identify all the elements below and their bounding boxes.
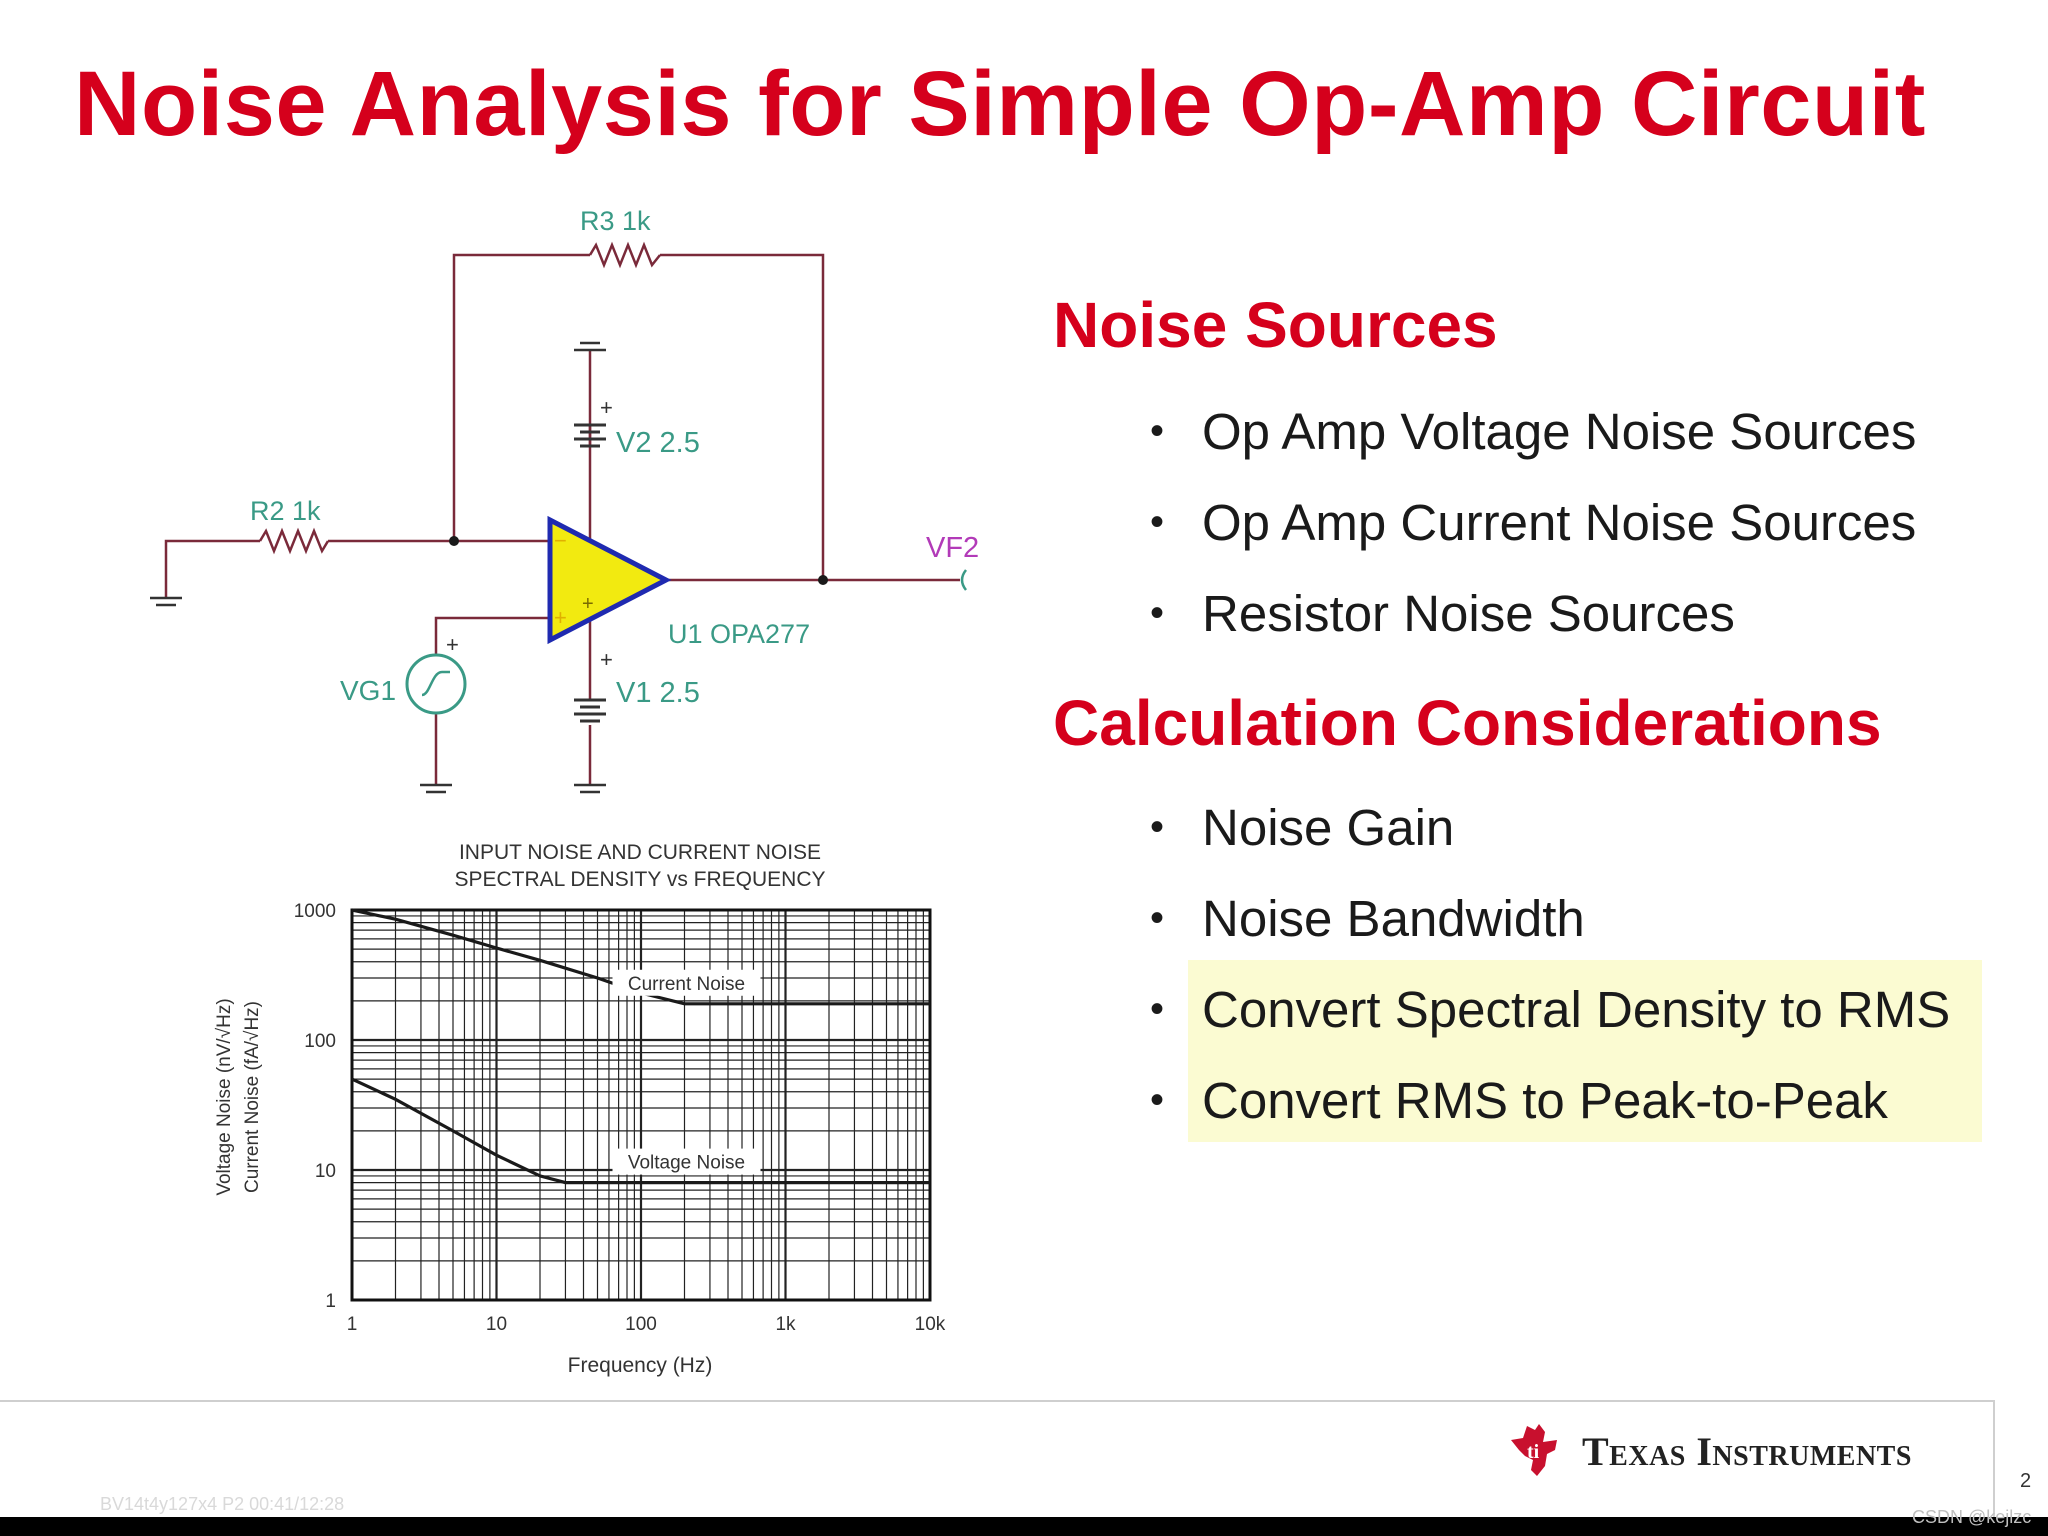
series-label-background xyxy=(612,1148,761,1175)
video-overlay-text: BV14t4y127x4 P2 00:41/12:28 xyxy=(100,1494,345,1514)
list-item: • Op Amp Current Noise Sources xyxy=(1150,477,1916,568)
battery-v1-symbol xyxy=(574,698,606,723)
y-tick-label: 100 xyxy=(304,1031,336,1052)
circuit-schematic: R3 1k R2 1k V2 2.5 V1 2.5 VG1 U1 OPA277 … xyxy=(150,206,979,794)
opamp-plus-label: + xyxy=(554,605,567,630)
texas-instruments-logo-icon: ti xyxy=(1511,1424,1557,1476)
x-tick-label: 1k xyxy=(775,1314,796,1335)
list-item: • Convert Spectral Density to RMS xyxy=(1150,964,1950,1055)
plot-frame xyxy=(350,908,932,1302)
footer-divider xyxy=(0,1400,1995,1402)
label-vf2: VF2 xyxy=(926,532,979,564)
list-item-text: Noise Bandwidth xyxy=(1202,890,1585,947)
calculation-list: • Noise Gain • Noise Bandwidth • Convert Sp… xyxy=(1150,782,1950,1146)
plus-sign: + xyxy=(600,395,613,420)
series-label-background xyxy=(612,969,761,996)
label-vg1: VG1 xyxy=(340,675,396,706)
y-tick-label: 10 xyxy=(315,1161,336,1182)
noise-sources-heading: Noise Sources xyxy=(1053,289,1498,361)
noise-density-chart: INPUT NOISE AND CURRENT NOISE SPECTRAL D… xyxy=(214,841,946,1377)
ground-symbols xyxy=(150,341,606,794)
page-number: 2 xyxy=(2020,1470,2032,1492)
bullet-icon: • xyxy=(1150,409,1165,453)
y-axis-label: Current Noise (fA/√Hz) xyxy=(242,1001,263,1193)
signal-source-vg1 xyxy=(405,653,467,715)
list-item: • Convert RMS to Peak-to-Peak xyxy=(1150,1055,1950,1146)
list-item-text: Convert Spectral Density to RMS xyxy=(1202,981,1951,1038)
junction-dot xyxy=(449,536,459,546)
bullet-icon: • xyxy=(1150,987,1165,1031)
resistor-r3 xyxy=(588,241,661,269)
plus-sign: + xyxy=(600,647,613,672)
bullet-icon: • xyxy=(1150,896,1165,940)
list-item: • Op Amp Voltage Noise Sources xyxy=(1150,386,1916,477)
junction-dot xyxy=(818,575,828,585)
chart-title-line: INPUT NOISE AND CURRENT NOISE xyxy=(459,841,821,864)
y-tick-label: 1000 xyxy=(294,901,336,922)
list-item: • Noise Gain xyxy=(1150,782,1950,873)
y-axis-label: Voltage Noise (nV/√Hz) xyxy=(214,998,235,1195)
label-u1: U1 OPA277 xyxy=(668,619,810,649)
label-v2: V2 2.5 xyxy=(616,427,700,459)
series-label: Current Noise xyxy=(628,974,745,995)
x-tick-label: 10 xyxy=(486,1314,507,1335)
series-label: Voltage Noise xyxy=(628,1153,745,1174)
label-v1: V1 2.5 xyxy=(616,677,700,709)
battery-v2-symbol xyxy=(574,423,606,448)
bullet-icon: • xyxy=(1150,805,1165,849)
wire xyxy=(434,616,550,655)
opamp-plus-label: + xyxy=(582,593,594,615)
bullet-icon: • xyxy=(1150,591,1165,635)
list-item-text: Convert RMS to Peak-to-Peak xyxy=(1202,1072,1888,1129)
bottom-bar xyxy=(0,1517,2048,1536)
x-tick-label: 100 xyxy=(625,1314,657,1335)
label-r3: R3 1k xyxy=(580,206,651,236)
slide-title: Noise Analysis for Simple Op-Amp Circuit xyxy=(74,53,1926,155)
opamp-minus-label: − xyxy=(554,528,567,553)
wire xyxy=(452,253,590,541)
y-tick-label: 1 xyxy=(325,1291,336,1312)
watermark: CSDN @kejlzc xyxy=(1912,1507,2032,1527)
x-tick-label: 10k xyxy=(915,1314,946,1335)
company-name: Texas Instruments xyxy=(1582,1429,1912,1474)
list-item-text: Resistor Noise Sources xyxy=(1202,585,1735,642)
footer-divider-vertical xyxy=(1993,1400,1995,1520)
probe-vf2-connector xyxy=(960,569,968,591)
list-item-text: Op Amp Current Noise Sources xyxy=(1202,494,1917,551)
noise-sources-list: • Op Amp Voltage Noise Sources • Op Amp Cu… xyxy=(1150,386,1916,659)
list-item: • Noise Bandwidth xyxy=(1150,873,1950,964)
x-tick-label: 1 xyxy=(347,1314,358,1335)
opamp-u1 xyxy=(547,515,672,645)
svg-text:ti: ti xyxy=(1527,1441,1540,1463)
x-axis-label: Frequency (Hz) xyxy=(568,1354,713,1377)
wire xyxy=(164,539,260,598)
list-item: • Resistor Noise Sources xyxy=(1150,568,1916,659)
resistor-r2 xyxy=(258,527,330,555)
bullet-icon: • xyxy=(1150,1078,1165,1122)
label-r2: R2 1k xyxy=(250,496,321,526)
list-item-text: Noise Gain xyxy=(1202,799,1455,856)
calculation-considerations-heading: Calculation Considerations xyxy=(1053,687,1882,759)
series-line xyxy=(351,1077,930,1185)
wire xyxy=(660,253,825,580)
list-item-text: Op Amp Voltage Noise Sources xyxy=(1202,403,1917,460)
bullet-icon: • xyxy=(1150,500,1165,544)
highlight-box xyxy=(1188,960,1982,1142)
plus-sign: + xyxy=(446,632,459,657)
chart-title-line: SPECTRAL DENSITY vs FREQUENCY xyxy=(454,868,825,891)
